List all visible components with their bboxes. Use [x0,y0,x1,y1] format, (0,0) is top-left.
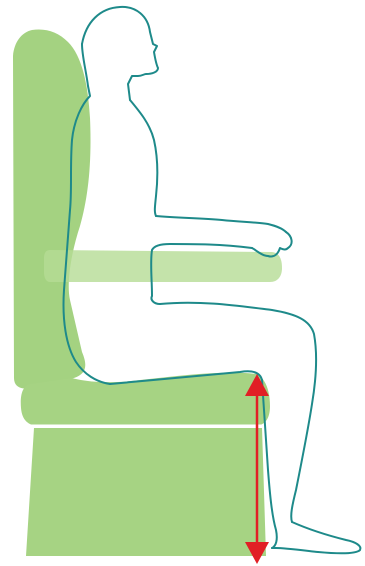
person-arm-upper [156,216,286,232]
person-head [82,7,158,100]
person-foot [272,522,360,553]
chair [13,30,282,557]
chair-armrest [44,250,282,282]
chair-base [26,428,266,556]
chair-backrest [13,30,91,389]
person-chest [130,100,157,216]
